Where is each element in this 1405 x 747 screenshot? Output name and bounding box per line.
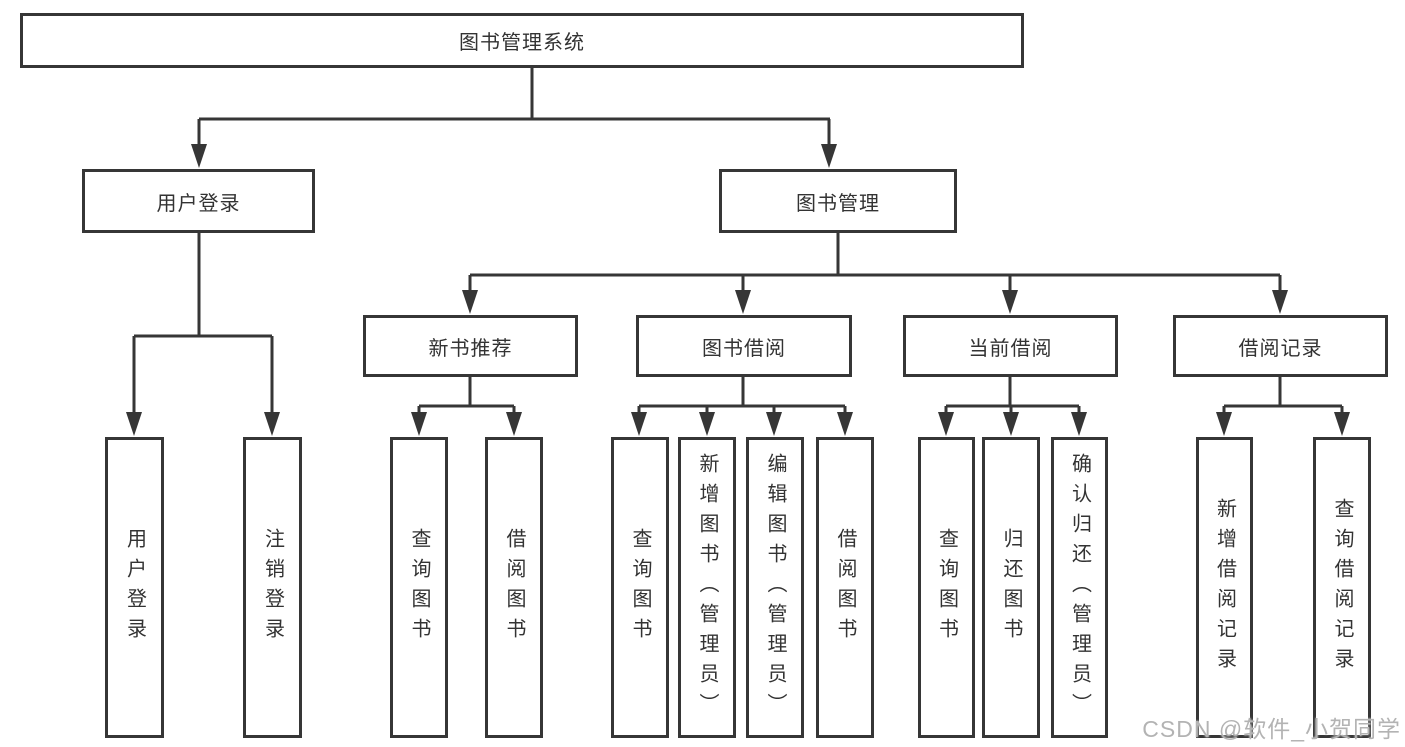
connector-borrow-to-leaves bbox=[637, 377, 847, 416]
node-new-book-recommend-label: 新书推荐 bbox=[428, 337, 513, 360]
node-add-book-admin: 新增图书（管理员） bbox=[678, 437, 736, 738]
arrowheads-level3 bbox=[462, 290, 1288, 314]
node-query-books-current-label: 查询图书 bbox=[935, 527, 958, 648]
node-query-borrow-record-label: 查询借阅记录 bbox=[1331, 497, 1353, 678]
connector-bookmgmt-to-level3 bbox=[468, 233, 1282, 295]
node-return-book-label: 归还图书 bbox=[1000, 527, 1022, 648]
arrowheads-current-leaves bbox=[938, 412, 1087, 436]
node-query-books-recommend-label: 查询图书 bbox=[408, 527, 430, 648]
node-book-management-label: 图书管理 bbox=[796, 192, 880, 215]
node-add-borrow-record-label: 新增借阅记录 bbox=[1213, 497, 1236, 678]
node-current-borrow: 当前借阅 bbox=[903, 315, 1118, 377]
node-return-book: 归还图书 bbox=[982, 437, 1040, 738]
node-edit-book-admin: 编辑图书（管理员） bbox=[746, 437, 804, 738]
node-new-book-recommend: 新书推荐 bbox=[363, 315, 578, 377]
node-logout-leaf-label: 注销登录 bbox=[261, 527, 284, 648]
node-borrow-books-borrow-label: 借阅图书 bbox=[834, 527, 856, 648]
node-query-books-borrow-label: 查询图书 bbox=[629, 527, 651, 648]
node-user-login-leaf-label: 用户登录 bbox=[123, 527, 146, 648]
connector-current-to-leaves bbox=[944, 377, 1081, 416]
connector-root-to-level2 bbox=[197, 68, 831, 150]
node-borrow-books-recommend: 借阅图书 bbox=[485, 437, 543, 738]
node-add-book-admin-label: 新增图书（管理员） bbox=[696, 452, 718, 723]
node-confirm-return-admin: 确认归还（管理员） bbox=[1051, 437, 1108, 738]
node-edit-book-admin-label: 编辑图书（管理员） bbox=[764, 452, 786, 723]
node-logout-leaf: 注销登录 bbox=[243, 437, 302, 738]
arrowheads-recommend-leaves bbox=[411, 412, 522, 436]
node-query-books-current: 查询图书 bbox=[918, 437, 975, 738]
arrowheads-root-to-level2 bbox=[191, 144, 837, 168]
connector-recommend-to-leaves bbox=[417, 377, 516, 416]
node-book-borrow-label: 图书借阅 bbox=[702, 337, 786, 360]
node-borrow-records: 借阅记录 bbox=[1173, 315, 1388, 377]
arrowheads-userlogin-leaves bbox=[126, 412, 280, 436]
arrowheads-borrow-leaves bbox=[631, 412, 853, 436]
node-root: 图书管理系统 bbox=[20, 13, 1024, 68]
connector-userlogin-to-leaves bbox=[132, 233, 274, 416]
node-user-login-leaf: 用户登录 bbox=[105, 437, 164, 738]
node-user-login-label: 用户登录 bbox=[156, 192, 241, 215]
node-user-login: 用户登录 bbox=[82, 169, 315, 233]
node-current-borrow-label: 当前借阅 bbox=[968, 337, 1053, 360]
node-borrow-books-borrow: 借阅图书 bbox=[816, 437, 874, 738]
node-confirm-return-admin-label: 确认归还（管理员） bbox=[1068, 452, 1091, 723]
node-book-management: 图书管理 bbox=[719, 169, 957, 233]
node-query-books-borrow: 查询图书 bbox=[611, 437, 669, 738]
arrowheads-records-leaves bbox=[1216, 412, 1350, 436]
node-query-books-recommend: 查询图书 bbox=[390, 437, 448, 738]
node-root-label: 图书管理系统 bbox=[459, 32, 585, 54]
node-borrow-books-recommend-label: 借阅图书 bbox=[503, 527, 525, 648]
node-borrow-records-label: 借阅记录 bbox=[1238, 337, 1323, 360]
node-book-borrow: 图书借阅 bbox=[636, 315, 852, 377]
csdn-watermark: CSDN @软件_小贺同学 bbox=[1142, 716, 1401, 742]
connector-records-to-leaves bbox=[1222, 377, 1344, 416]
node-query-borrow-record: 查询借阅记录 bbox=[1313, 437, 1371, 738]
node-add-borrow-record: 新增借阅记录 bbox=[1196, 437, 1253, 738]
